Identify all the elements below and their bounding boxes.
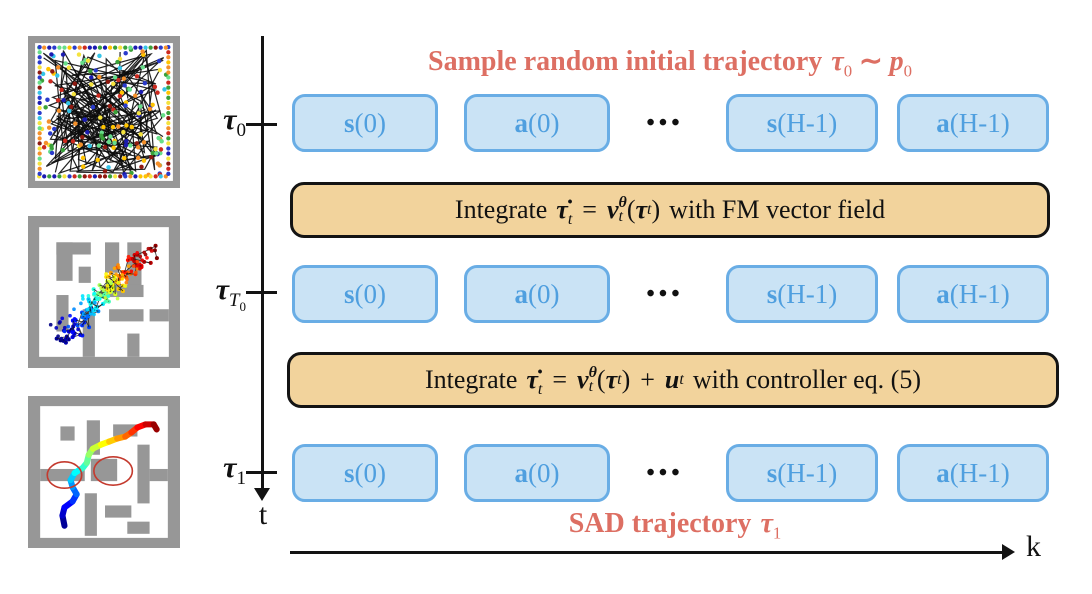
tau-symbol: τ: [831, 46, 844, 77]
maze-solution-image: [28, 396, 180, 548]
state-cell: s(H-1): [726, 265, 878, 323]
ellipsis: •••: [646, 280, 684, 307]
p0-symbol: p: [889, 46, 904, 77]
tick-tau1: [246, 471, 277, 474]
maze-noise-image: [28, 36, 180, 188]
vector-field-symbol: v: [606, 195, 619, 224]
action-cell: a(H-1): [897, 265, 1049, 323]
action-cell: a(0): [464, 94, 610, 152]
tauT0-label: τT0: [215, 273, 246, 314]
time-axis-arrowhead-icon: [254, 488, 270, 501]
ellipsis: •••: [646, 459, 684, 486]
tick-tau0: [246, 123, 277, 126]
time-axis-line: [261, 36, 264, 488]
action-cell: a(0): [464, 265, 610, 323]
tau-symbol: τ: [760, 508, 773, 539]
state-cell: s(0): [292, 265, 438, 323]
ellipsis: •••: [646, 109, 684, 136]
maze-partially-denoised-image: [28, 216, 180, 368]
state-cell: s(H-1): [726, 444, 878, 502]
horizon-axis-line: [290, 551, 1002, 554]
bottom-caption-text: SAD trajectory: [568, 508, 752, 539]
state-cell: s(0): [292, 94, 438, 152]
action-cell: a(H-1): [897, 94, 1049, 152]
control-input-symbol: u: [664, 365, 680, 394]
action-cell: a(H-1): [897, 444, 1049, 502]
distributed-as-symbol: ∼: [859, 46, 883, 77]
tau0-label: τ0: [223, 103, 246, 141]
horizon-axis-arrowhead-icon: [1002, 544, 1015, 560]
tick-tauT0: [246, 291, 277, 294]
tau-dot-symbol: τ̇: [556, 195, 568, 224]
t-axis-label: t: [258, 498, 268, 531]
k-axis-label: k: [1026, 530, 1041, 563]
tau1-label: τ1: [223, 451, 246, 489]
state-cell: s(0): [292, 444, 438, 502]
vector-field-symbol: v: [577, 365, 589, 394]
state-cell: s(H-1): [726, 94, 878, 152]
action-cell: a(0): [464, 444, 610, 502]
tau-dot-symbol: τ̇: [526, 365, 538, 394]
top-caption-text: Sample random initial trajectory: [428, 46, 823, 77]
